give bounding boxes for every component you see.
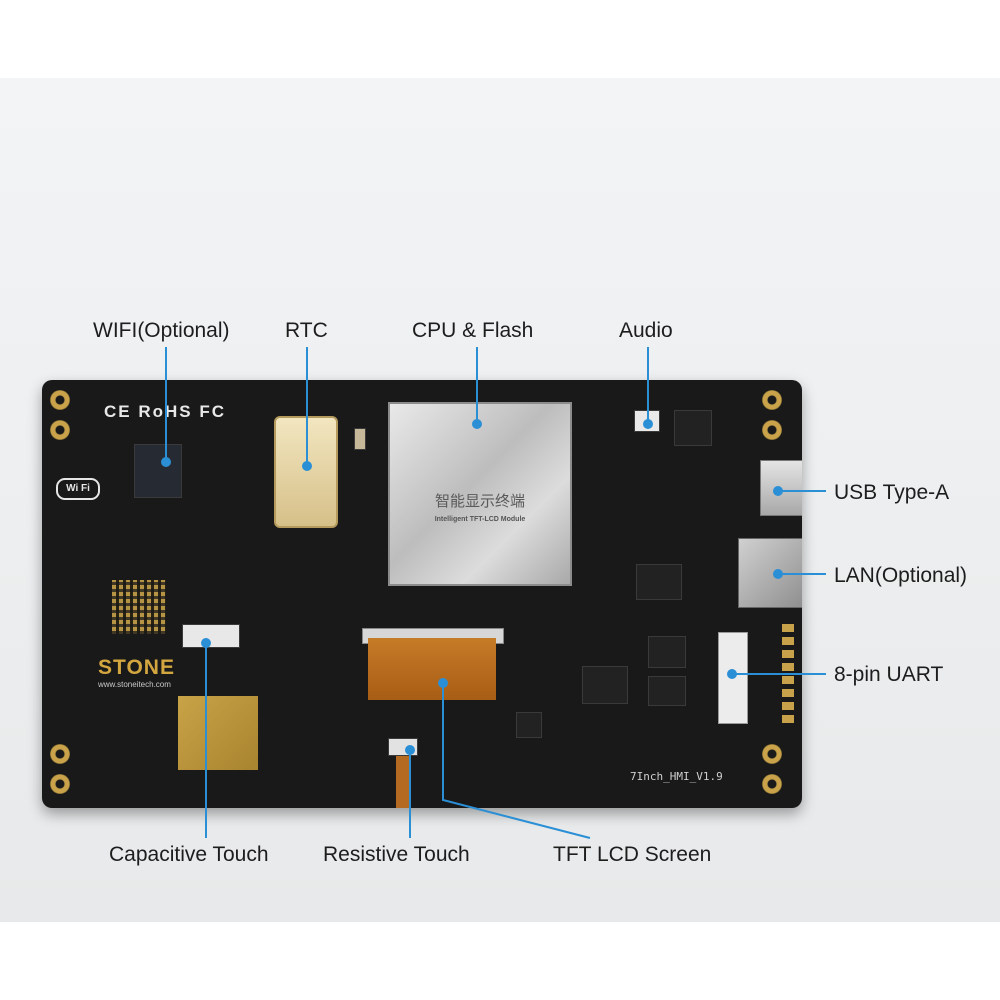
mount-hole (762, 420, 782, 440)
callout-dot-lan (773, 569, 783, 579)
callout-dot-audio (643, 419, 653, 429)
callout-dot-rtc (302, 461, 312, 471)
mount-hole (50, 774, 70, 794)
mount-hole (50, 744, 70, 764)
label-resistive-touch: Resistive Touch (323, 843, 470, 866)
cpu-flash-shield: 智能显示终端 Intelligent TFT-LCD Module (388, 402, 572, 586)
crystal (354, 428, 366, 450)
qr-code-overlay (112, 580, 166, 634)
speaker-inductor (674, 410, 712, 446)
callout-dot-wifi (161, 457, 171, 467)
label-wifi: WIFI(Optional) (93, 319, 230, 342)
mount-hole (50, 420, 70, 440)
cpu-label-chinese: 智能显示终端 (434, 492, 525, 510)
callout-dot-usb (773, 486, 783, 496)
callout-dot-cpu (472, 419, 482, 429)
ic-chip (636, 564, 682, 600)
callout-dot-capacitive (201, 638, 211, 648)
resistive-touch-ribbon (396, 756, 410, 808)
pcb-board: CE RoHS FC Wi Fi 智能显示终端 Intelligent TFT-… (42, 380, 802, 808)
label-capacitive-touch: Capacitive Touch (109, 843, 269, 866)
callout-line-tft (442, 683, 591, 839)
lcd-ribbon (368, 638, 496, 700)
callout-dot-resistive (405, 745, 415, 755)
ic-chip (582, 666, 628, 704)
label-rtc: RTC (285, 319, 328, 342)
capacitive-touch-connector (182, 624, 240, 648)
label-audio: Audio (619, 319, 673, 342)
label-lan: LAN(Optional) (834, 564, 968, 587)
ic-chip (648, 676, 686, 706)
cpu-label-english: Intelligent TFT-LCD Module (434, 516, 526, 523)
ic-chip (516, 712, 542, 738)
cert-logos: CE RoHS FC (104, 402, 226, 421)
mount-hole (762, 774, 782, 794)
wifi-module (134, 444, 182, 498)
wifi-badge: Wi Fi (56, 478, 100, 500)
callout-dot-tft (438, 678, 448, 688)
ic-chip (648, 636, 686, 668)
label-cpu-flash: CPU & Flash (412, 319, 534, 342)
brand-logo: STONE (98, 656, 175, 679)
brand-url: www.stoneitech.com (98, 680, 171, 689)
label-tft-lcd: TFT LCD Screen (553, 843, 712, 866)
callout-dot-uart (727, 669, 737, 679)
board-version: 7Inch_HMI_V1.9 (630, 770, 723, 783)
mount-hole (50, 390, 70, 410)
mount-hole (762, 390, 782, 410)
label-uart: 8-pin UART (834, 663, 944, 686)
mount-hole (762, 744, 782, 764)
gold-pad (178, 696, 258, 770)
label-usb: USB Type-A (834, 481, 950, 504)
